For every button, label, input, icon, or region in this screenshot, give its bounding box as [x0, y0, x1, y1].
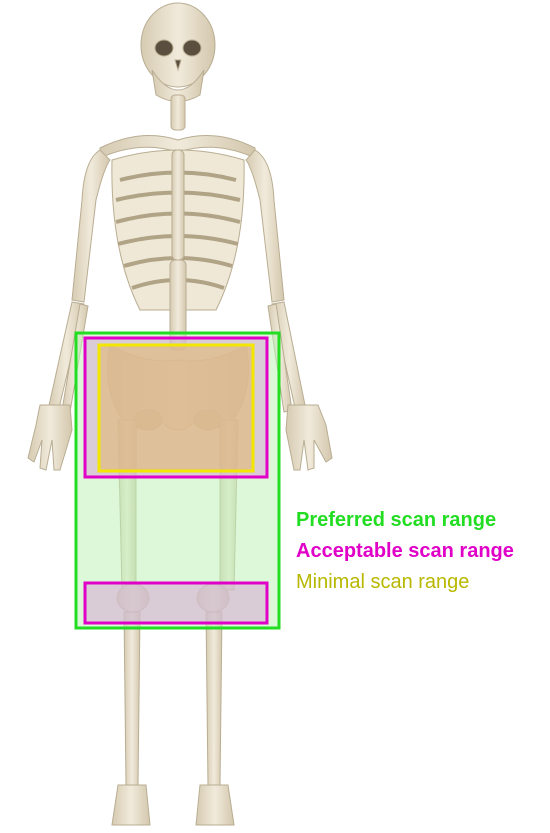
minimal-scan-range-box	[99, 345, 253, 471]
legend-minimal: Minimal scan range	[296, 567, 514, 598]
legend-acceptable: Acceptable scan range	[296, 536, 514, 567]
legend-preferred: Preferred scan range	[296, 505, 514, 536]
scan-range-legend: Preferred scan range Acceptable scan ran…	[296, 505, 514, 598]
acceptable-scan-range-box-lower	[85, 583, 267, 623]
